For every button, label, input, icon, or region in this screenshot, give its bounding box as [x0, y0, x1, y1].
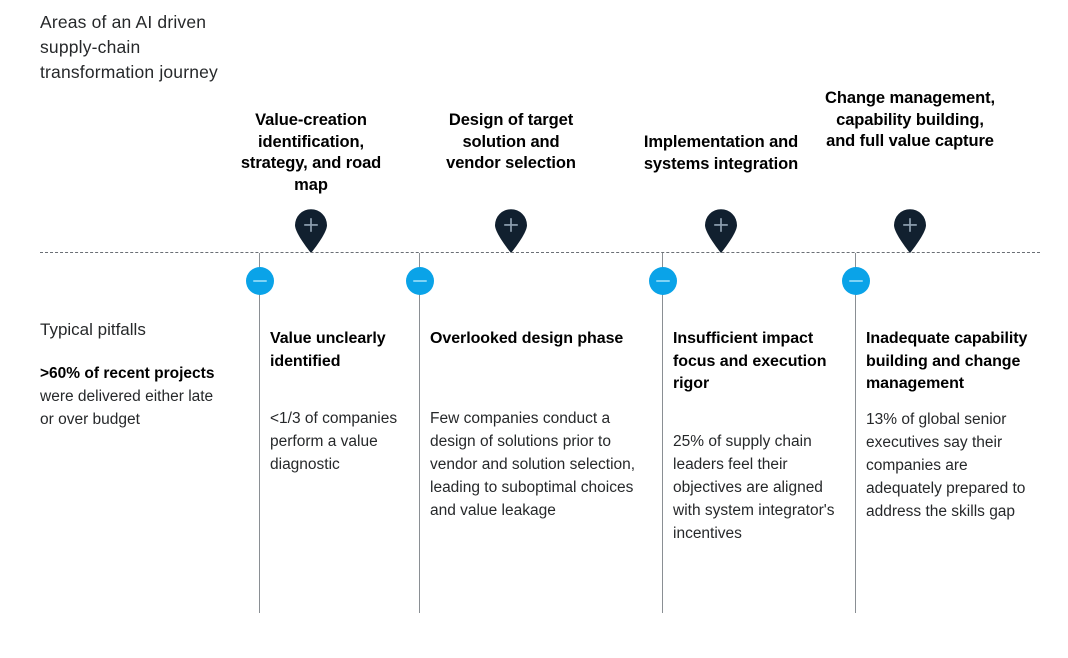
- minus-glyph: [656, 280, 670, 283]
- stage-header-change-management: Change management, capability building, …: [825, 89, 995, 150]
- pitfall-column-inadequate-capability-building: Inadequate capability building and chang…: [866, 328, 1044, 523]
- pitfall-heading: Inadequate capability building and chang…: [866, 330, 1028, 392]
- page-title: Areas of an AI driven supply-chain trans…: [40, 12, 218, 82]
- minus-glyph: [849, 280, 863, 283]
- minus-glyph: [253, 280, 267, 283]
- plus-pin-icon-change-management[interactable]: [892, 209, 928, 253]
- minus-circle-icon-insufficient-impact-focus[interactable]: [649, 267, 677, 295]
- plus-pin-icon-value-creation[interactable]: [293, 209, 329, 253]
- plus-pin-icon-design-target-solution[interactable]: [493, 209, 529, 253]
- plus-pin-icon-implementation-systems-integration[interactable]: [703, 209, 739, 253]
- typical-pitfalls-stat-rest: were delivered either late or over budge…: [40, 388, 214, 428]
- stage-header-value-creation: Value-creation identification, strategy,…: [240, 111, 382, 194]
- minus-circle-icon-inadequate-capability-building[interactable]: [842, 267, 870, 295]
- pitfall-column-overlooked-design-phase: Overlooked design phase Few companies co…: [430, 328, 655, 522]
- typical-pitfalls-block: Typical pitfalls >60% of recent projects…: [40, 318, 230, 431]
- minus-glyph: [413, 280, 427, 283]
- pitfall-body: 13% of global senior executives say thei…: [866, 410, 1026, 520]
- column-rule-3: [662, 253, 664, 613]
- typical-pitfalls-stat-bold: >60% of recent projects: [40, 365, 215, 382]
- column-rule-1: [259, 253, 261, 613]
- pitfall-body: Few companies conduct a design of soluti…: [430, 409, 636, 519]
- pitfall-heading: Insufficient impact focus and execution …: [673, 330, 827, 392]
- stage-header-implementation-systems-integration: Implementation and systems integration: [643, 133, 799, 173]
- pitfall-column-value-unclearly-identified: Value unclearly identified <1/3 of compa…: [270, 328, 410, 476]
- pitfall-body: <1/3 of companies perform a value diagno…: [270, 410, 398, 473]
- pitfall-heading: Overlooked design phase: [430, 330, 624, 347]
- timeline-divider: [40, 252, 1040, 253]
- stage-header-design-target-solution: Design of target solution and vendor sel…: [446, 111, 576, 172]
- pitfall-column-insufficient-impact-focus: Insufficient impact focus and execution …: [673, 328, 848, 545]
- column-rule-4: [855, 253, 857, 613]
- pitfall-body: 25% of supply chain leaders feel their o…: [673, 432, 835, 542]
- minus-circle-icon-overlooked-design-phase[interactable]: [406, 267, 434, 295]
- typical-pitfalls-stat: >60% of recent projects were delivered e…: [40, 362, 230, 431]
- pitfall-heading: Value unclearly identified: [270, 330, 386, 370]
- column-rule-2: [419, 253, 421, 613]
- minus-circle-icon-value-unclearly-identified[interactable]: [246, 267, 274, 295]
- typical-pitfalls-label: Typical pitfalls: [40, 320, 146, 339]
